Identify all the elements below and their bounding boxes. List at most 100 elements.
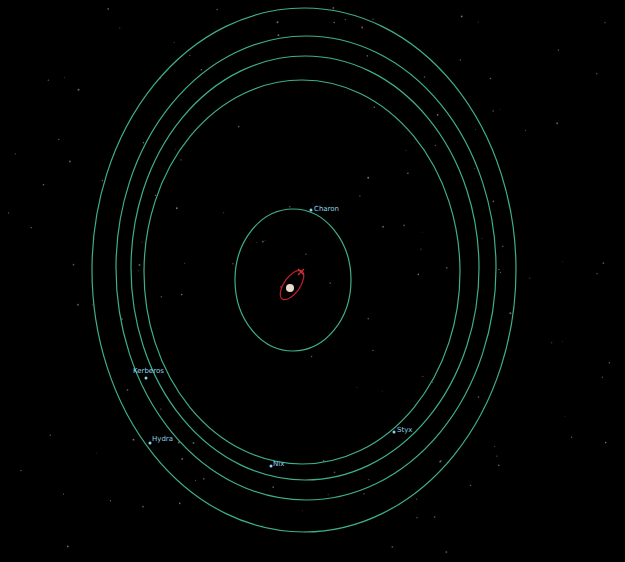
star-dot	[48, 80, 49, 81]
star-dot	[345, 19, 346, 20]
star-dot	[58, 139, 59, 140]
star-dot	[493, 201, 495, 203]
star-dot	[193, 442, 195, 444]
star-dot	[440, 460, 442, 462]
star-dot	[481, 238, 483, 240]
star-dot	[262, 241, 264, 243]
star-dot	[556, 122, 558, 124]
marker-cross	[298, 269, 304, 275]
moon-dot	[270, 465, 273, 468]
star-dot	[558, 49, 559, 50]
star-dot	[478, 396, 480, 398]
orbit-ring	[131, 56, 479, 480]
star-dot	[155, 195, 156, 196]
star-dot	[138, 270, 139, 271]
star-dot	[403, 224, 405, 226]
star-dot	[561, 341, 563, 343]
orbit-ring	[144, 80, 460, 464]
star-dot	[142, 506, 144, 508]
star-dot	[121, 318, 123, 320]
star-dot	[500, 272, 501, 273]
star-dot	[368, 479, 369, 480]
star-dot	[181, 294, 183, 296]
star-dot	[176, 207, 178, 209]
orbit-ring	[116, 36, 496, 500]
barycenter-orbit	[276, 266, 309, 303]
star-dot	[311, 356, 312, 357]
star-dot	[470, 485, 471, 486]
star-dot	[173, 42, 175, 44]
star-dot	[67, 546, 69, 548]
star-dot	[603, 262, 605, 264]
star-dot	[189, 55, 190, 56]
star-dot	[69, 161, 71, 163]
star-dot	[474, 168, 475, 169]
star-dot	[256, 242, 258, 244]
star-dot	[78, 89, 80, 91]
star-dot	[446, 551, 448, 553]
star-dot	[361, 27, 363, 29]
moon-dot	[149, 442, 152, 445]
star-dot	[509, 312, 511, 314]
star-dot	[494, 446, 495, 447]
star-dot	[359, 195, 360, 196]
star-dot	[232, 263, 233, 264]
moon-label: Hydra	[152, 436, 173, 443]
moon-dot	[145, 377, 148, 380]
star-dot	[596, 73, 598, 75]
star-dot	[143, 142, 145, 144]
moon-dots	[145, 209, 396, 468]
star-dot	[107, 8, 109, 10]
star-dot	[367, 177, 369, 179]
star-dot	[382, 226, 384, 228]
star-dot	[407, 173, 409, 175]
star-dot	[602, 377, 603, 378]
star-dot	[460, 59, 462, 61]
star-dot	[332, 7, 334, 9]
star-dot	[302, 510, 304, 512]
star-dot	[139, 264, 141, 266]
star-dot	[446, 267, 448, 269]
star-dot	[223, 212, 224, 213]
star-dot	[475, 129, 477, 131]
star-dot	[110, 500, 111, 501]
star-dot	[525, 130, 526, 131]
moon-label: Nix	[273, 461, 284, 468]
star-dot	[372, 19, 373, 20]
star-dot	[277, 34, 279, 36]
star-dot	[609, 362, 611, 364]
star-dot	[184, 262, 186, 264]
star-dot	[499, 108, 501, 110]
star-dot	[374, 107, 376, 109]
star-dot	[95, 452, 97, 454]
star-dot	[289, 206, 291, 208]
star-dot	[31, 227, 32, 228]
star-dot	[175, 148, 177, 150]
star-dot	[424, 76, 425, 77]
star-dot	[333, 22, 334, 23]
planet-body	[286, 284, 294, 292]
star-dot	[434, 516, 436, 518]
star-dot	[334, 471, 336, 473]
orbit-ring	[92, 8, 516, 532]
star-dot	[605, 442, 607, 444]
star-dot	[564, 415, 566, 417]
star-dot	[477, 21, 479, 23]
star-dot	[133, 439, 135, 441]
star-dot	[264, 240, 266, 242]
star-dot	[181, 458, 183, 460]
star-dot	[498, 269, 499, 270]
star-dot	[328, 494, 329, 495]
star-dot	[127, 389, 129, 391]
star-dot	[179, 503, 181, 505]
star-dot	[498, 465, 500, 467]
star-dot	[596, 273, 597, 274]
star-dot	[161, 296, 163, 298]
star-dot	[180, 159, 181, 160]
star-dot	[272, 486, 274, 488]
star-dot	[367, 318, 369, 320]
star-dot	[43, 184, 45, 186]
star-dot	[119, 28, 120, 29]
